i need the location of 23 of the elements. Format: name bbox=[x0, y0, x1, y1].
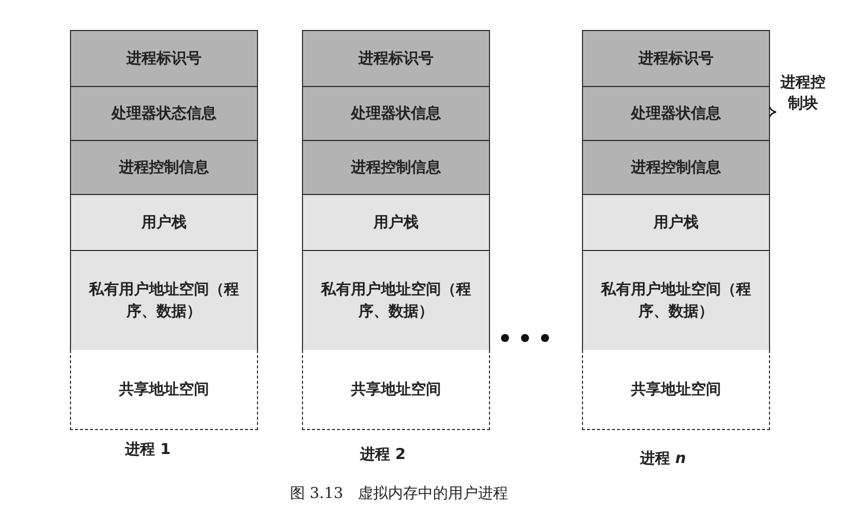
user-space-block: 用户栈 bbox=[70, 194, 258, 251]
pcb-block: 进程标识号 bbox=[70, 30, 258, 87]
pcb-block: 处理器状信息 bbox=[302, 86, 490, 141]
pcb-block: 进程控制信息 bbox=[302, 140, 490, 195]
pcb-block: 进程标识号 bbox=[582, 30, 770, 87]
process-label: 进程 n bbox=[640, 449, 686, 468]
pcb-block: 进程控制信息 bbox=[582, 140, 770, 195]
pcb-block: 进程标识号 bbox=[302, 30, 490, 87]
shared-space-block: 共享地址空间 bbox=[582, 350, 770, 430]
shared-space-block: 共享地址空间 bbox=[302, 350, 490, 430]
user-space-block: 私有用户地址空间（程序、数据） bbox=[582, 250, 770, 351]
user-space-block: 私有用户地址空间（程序、数据） bbox=[70, 250, 258, 351]
pcb-block: 处理器状态信息 bbox=[70, 86, 258, 141]
bracket-label: 进程控制块 bbox=[779, 72, 826, 114]
pcb-block: 处理器状信息 bbox=[582, 86, 770, 141]
shared-space-block: 共享地址空间 bbox=[70, 350, 258, 430]
pcb-block: 进程控制信息 bbox=[70, 140, 258, 195]
figure-caption: 图 3.13 虚拟内存中的用户进程 bbox=[290, 484, 508, 503]
process-label: 进程 1 bbox=[125, 440, 171, 459]
user-space-block: 私有用户地址空间（程序、数据） bbox=[302, 250, 490, 351]
user-space-block: 用户栈 bbox=[582, 194, 770, 251]
user-space-block: 用户栈 bbox=[302, 194, 490, 251]
process-label: 进程 2 bbox=[360, 445, 406, 464]
